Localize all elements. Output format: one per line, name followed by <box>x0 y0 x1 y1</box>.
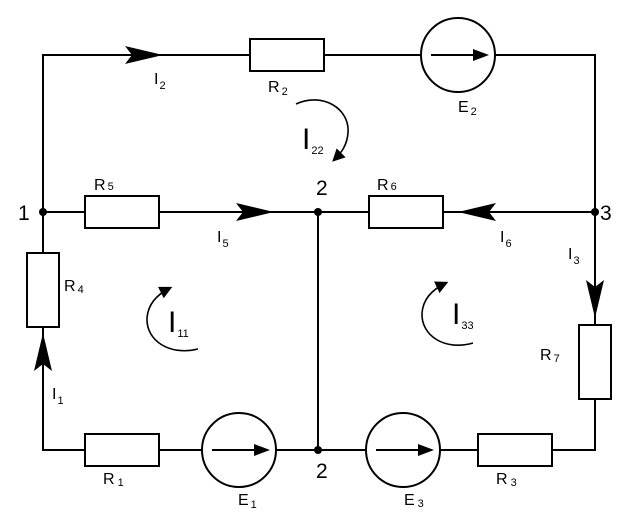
label-loop-i11: I11 <box>168 306 189 340</box>
resistor-r4 <box>26 252 60 328</box>
label-i1: I1 <box>52 386 64 407</box>
source-e1 <box>201 412 277 488</box>
junction-node-3 <box>591 208 599 216</box>
resistor-r3 <box>477 433 553 467</box>
current-arrow-i1 <box>34 333 52 371</box>
junction-node-2-top <box>314 208 322 216</box>
resistor-r5 <box>84 195 160 229</box>
current-arrow-i3 <box>586 280 604 318</box>
source-e2 <box>420 17 496 93</box>
label-i5: I5 <box>217 229 229 250</box>
node-label-2-top: 2 <box>316 177 328 200</box>
resistor-r2 <box>249 38 325 72</box>
loop-arrow-i22 <box>295 99 349 162</box>
label-i2: I2 <box>154 71 166 92</box>
source-e3 <box>365 412 441 488</box>
resistor-r1 <box>84 433 160 467</box>
node-label-3: 3 <box>600 202 612 225</box>
node-label-2-bottom: 2 <box>316 460 328 483</box>
resistor-r7 <box>578 324 612 400</box>
label-loop-i22: I22 <box>302 123 324 157</box>
wires <box>42 54 596 451</box>
label-i3: I3 <box>568 246 580 267</box>
current-arrow-i5 <box>236 203 274 221</box>
junction-node-1 <box>39 208 47 216</box>
junction-node-2-bottom <box>314 446 322 454</box>
loop-arrow-i33 <box>421 281 474 346</box>
current-arrow-i2 <box>125 46 163 64</box>
node-label-1: 1 <box>18 202 30 225</box>
label-i6: I6 <box>500 229 512 250</box>
label-loop-i33: I33 <box>452 298 474 332</box>
current-arrow-i6 <box>458 203 496 221</box>
resistor-r6 <box>368 195 444 229</box>
loop-arrow-i11 <box>146 286 199 352</box>
